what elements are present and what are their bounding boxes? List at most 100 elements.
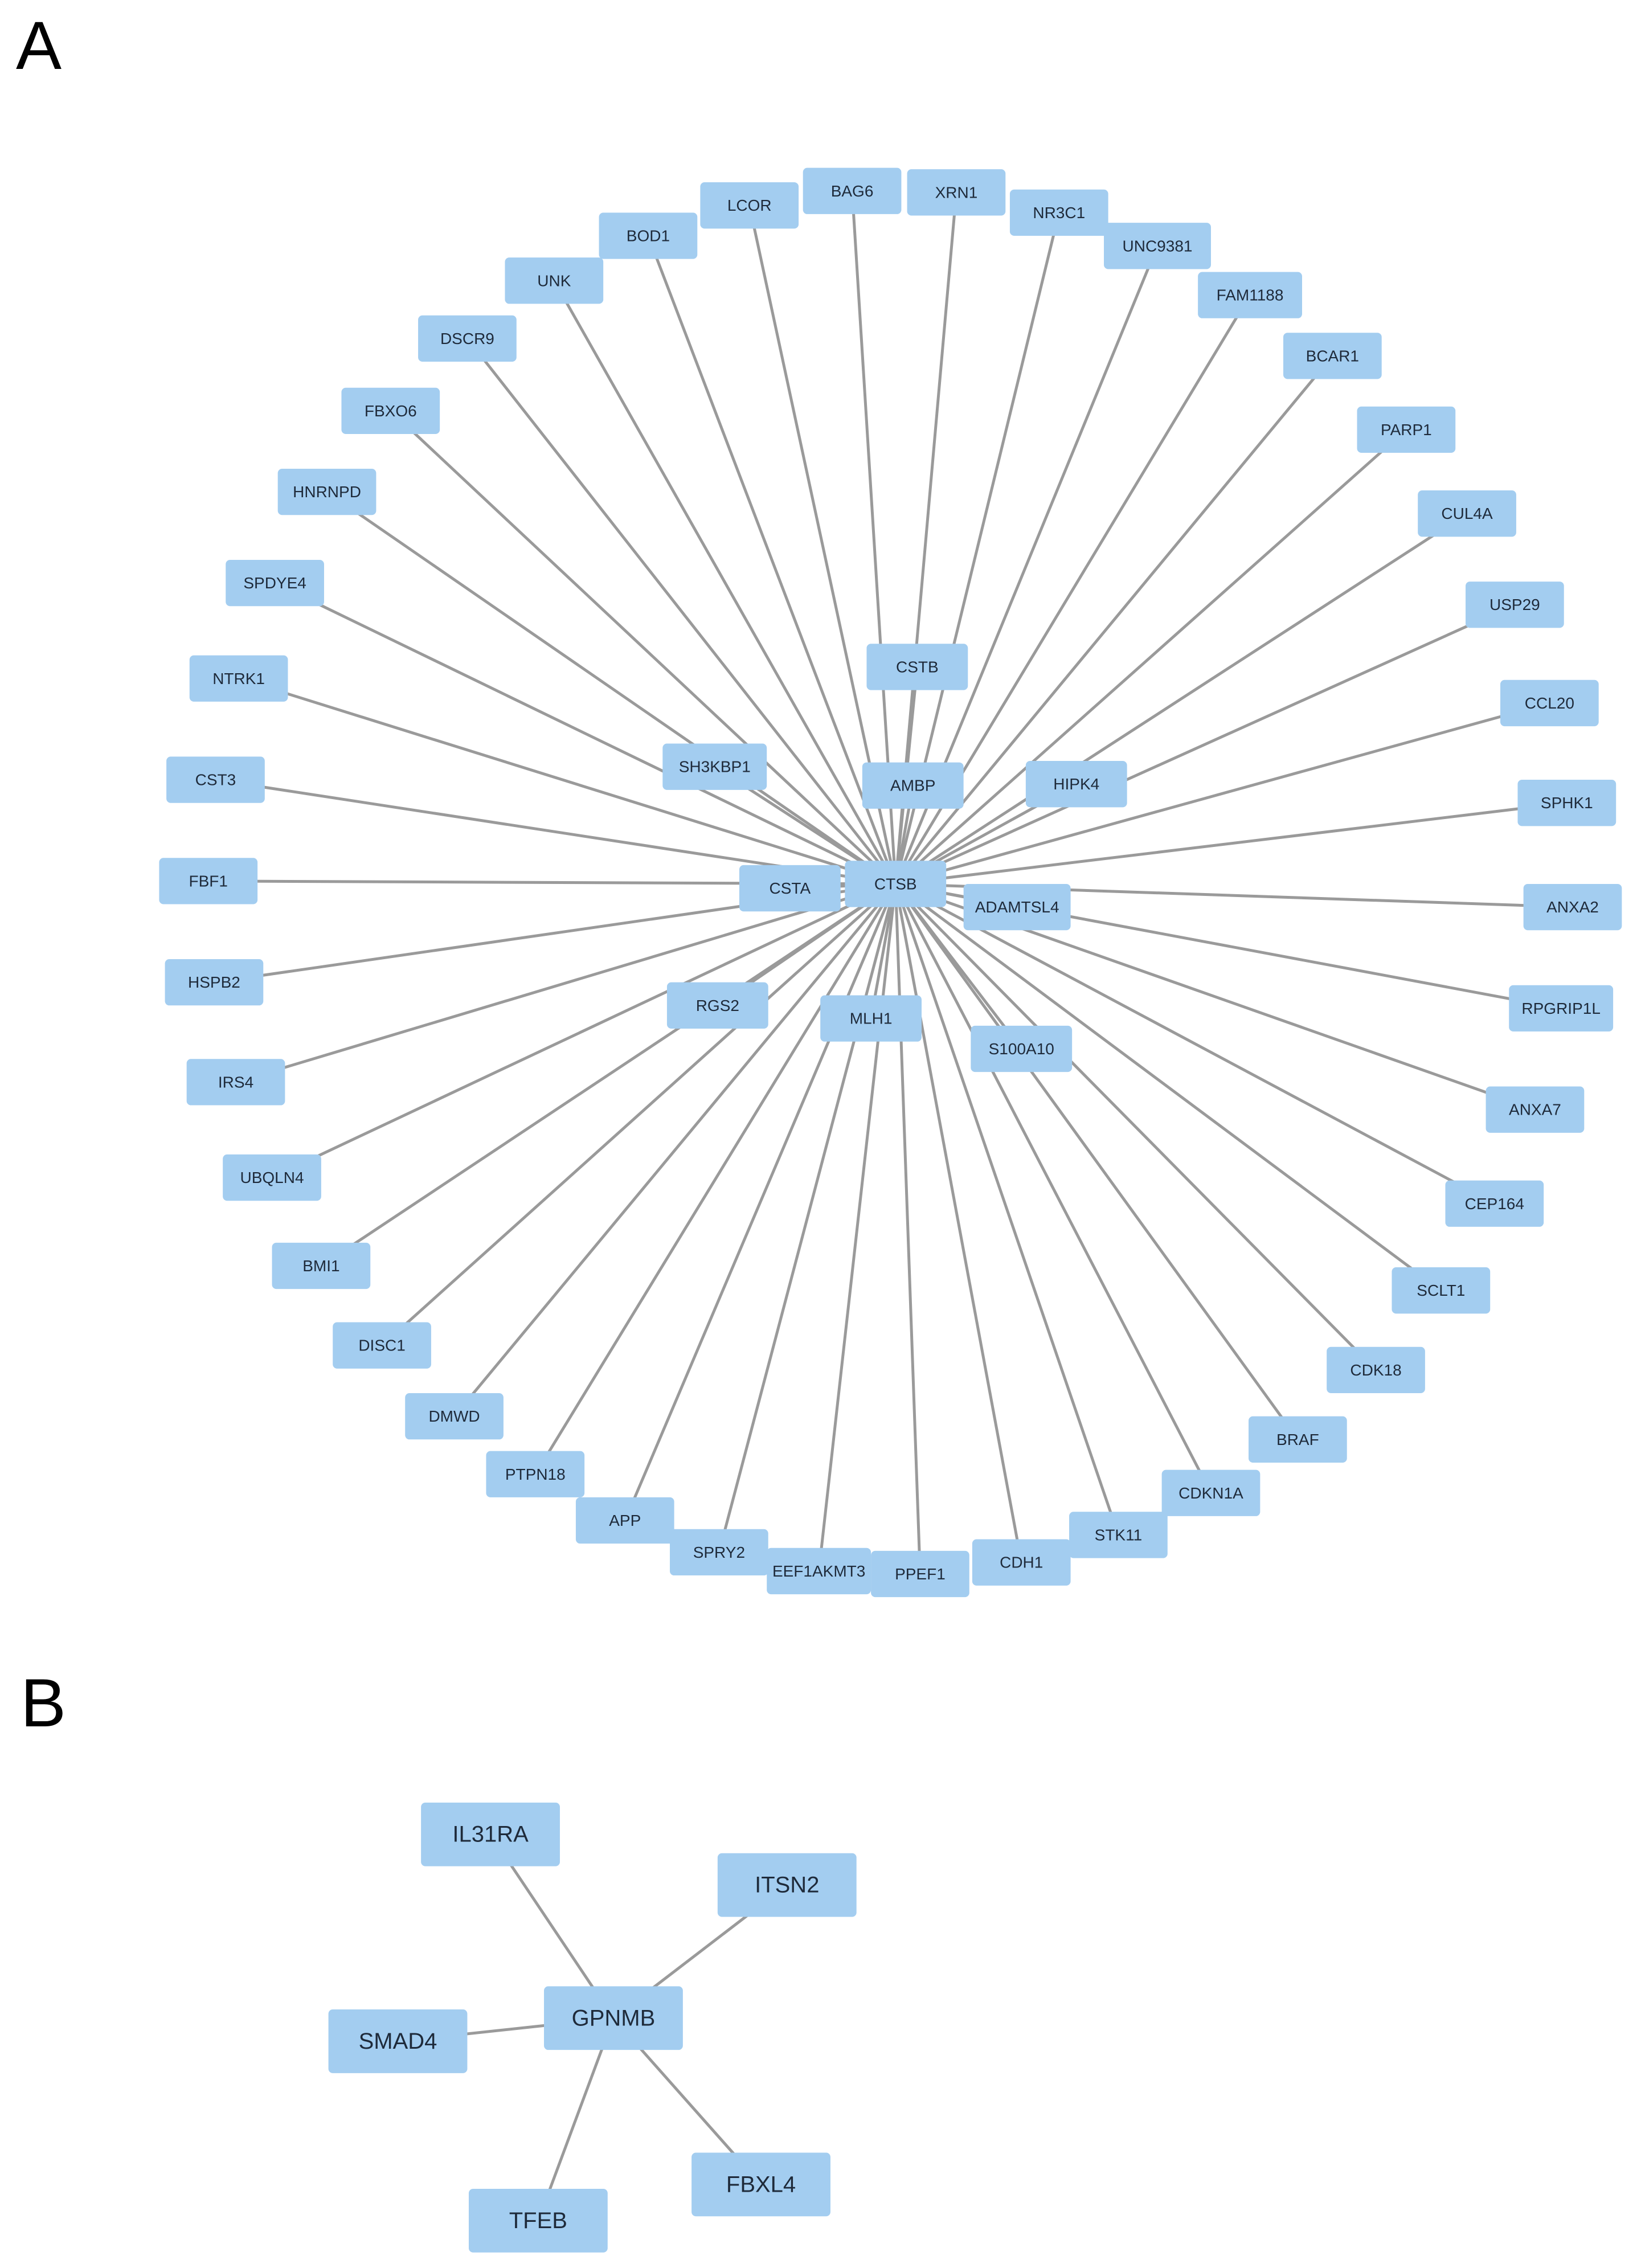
panel-a-edge-ctsb-eef1akmt3 — [817, 883, 897, 1571]
panel-a-node-cul4a[interactable]: CUL4A — [1418, 490, 1516, 537]
panel-a-node-ubqln4[interactable]: UBQLN4 — [223, 1154, 321, 1201]
panel-a-node-xrn1[interactable]: XRN1 — [907, 169, 1006, 216]
panel-a-node-bcar1[interactable]: BCAR1 — [1283, 333, 1382, 379]
panel-a-node-s100a10[interactable]: S100A10 — [971, 1025, 1073, 1072]
node-label: STK11 — [1095, 1526, 1143, 1544]
node-box — [223, 1154, 321, 1201]
panel-a-node-cdk18[interactable]: CDK18 — [1327, 1346, 1425, 1394]
panel-a-node-bmi1[interactable]: BMI1 — [272, 1242, 371, 1289]
panel-a-node-bag6[interactable]: BAG6 — [803, 167, 902, 214]
node-box — [820, 995, 922, 1042]
node-label: CUL4A — [1441, 505, 1493, 522]
panel-b-node-gpnmb[interactable]: GPNMB — [544, 1986, 683, 2050]
panel-a-node-csta[interactable]: CSTA — [739, 865, 841, 912]
panel-a-node-dmwd[interactable]: DMWD — [405, 1393, 504, 1440]
panel-a-node-unk[interactable]: UNK — [505, 257, 604, 304]
panel-a-node-nr3c1[interactable]: NR3C1 — [1009, 189, 1108, 236]
panel-a-node-hnrnpd[interactable]: HNRNPD — [277, 468, 377, 515]
node-box — [691, 2152, 830, 2217]
node-box — [189, 655, 288, 702]
panel-a-node-braf[interactable]: BRAF — [1249, 1416, 1347, 1463]
panel-a-node-hspb2[interactable]: HSPB2 — [165, 959, 264, 1006]
panel-a-node-fam1188[interactable]: FAM1188 — [1198, 272, 1302, 318]
panel-a-edge-ctsb-ppef1 — [894, 883, 922, 1574]
panel-a-node-ambp[interactable]: AMBP — [862, 762, 964, 809]
panel-b-node-smad4[interactable]: SMAD4 — [328, 2009, 468, 2073]
node-label: EEF1AKMT3 — [772, 1562, 865, 1580]
panel-a-node-ccl20[interactable]: CCL20 — [1500, 679, 1599, 727]
panel-b-node-fbxl4[interactable]: FBXL4 — [691, 2152, 830, 2217]
panel-a-node-unc9381[interactable]: UNC9381 — [1104, 223, 1211, 269]
node-label: PPEF1 — [895, 1565, 946, 1583]
panel-a-edge-ctsb-cep164 — [895, 882, 1495, 1205]
panel-a-node-app[interactable]: APP — [575, 1497, 674, 1544]
node-box — [166, 756, 265, 803]
node-box — [803, 167, 902, 214]
node-label: BCAR1 — [1306, 347, 1359, 365]
panel-a-node-sh3kbp1[interactable]: SH3KBP1 — [662, 743, 767, 790]
node-label: HIPK4 — [1053, 775, 1099, 793]
node-label: ADAMTSL4 — [975, 898, 1059, 916]
panel-a-node-fbxo6[interactable]: FBXO6 — [341, 387, 440, 434]
panel-a-node-spry2[interactable]: SPRY2 — [670, 1529, 768, 1576]
panel-a-edge-ctsb-dscr9 — [466, 337, 897, 885]
panel-a-node-cep164[interactable]: CEP164 — [1445, 1180, 1544, 1227]
panel-a-node-fbf1[interactable]: FBF1 — [159, 858, 258, 904]
node-box — [226, 559, 324, 607]
panel-a-node-usp29[interactable]: USP29 — [1466, 582, 1564, 628]
node-label: FAM1188 — [1217, 286, 1284, 304]
panel-a-node-cdh1[interactable]: CDH1 — [972, 1539, 1071, 1586]
panel-a-node-disc1[interactable]: DISC1 — [333, 1322, 431, 1369]
panel-a-node-sclt1[interactable]: SCLT1 — [1392, 1267, 1491, 1314]
panel-a-node-rpgrip1l[interactable]: RPGRIP1L — [1509, 985, 1614, 1032]
panel-a-node-irs4[interactable]: IRS4 — [186, 1059, 285, 1106]
panel-a-node-anxa2[interactable]: ANXA2 — [1523, 883, 1622, 931]
panel-a-node-spdye4[interactable]: SPDYE4 — [226, 559, 324, 607]
panel-a-node-adamtsl4[interactable]: ADAMTSL4 — [963, 883, 1071, 931]
panel-a-edge-ctsb-app — [623, 883, 897, 1521]
node-label: RPGRIP1L — [1521, 1000, 1601, 1017]
node-label: BMI1 — [302, 1257, 339, 1275]
panel-a-node-lcor[interactable]: LCOR — [700, 182, 799, 229]
panel-a-node-hipk4[interactable]: HIPK4 — [1025, 761, 1127, 808]
panel-a-node-rgs2[interactable]: RGS2 — [666, 982, 768, 1029]
node-label: CSTA — [770, 879, 811, 897]
panel-a-node-mlh1[interactable]: MLH1 — [820, 995, 922, 1042]
node-label: TFEB — [509, 2208, 567, 2233]
node-box — [1069, 1512, 1168, 1558]
panel-a-node-ppef1[interactable]: PPEF1 — [871, 1550, 969, 1598]
panel-a-node-cdkn1a[interactable]: CDKN1A — [1161, 1469, 1261, 1516]
panel-a-edge-ctsb-hnrnpd — [326, 490, 897, 885]
node-label: USP29 — [1489, 596, 1540, 613]
node-box — [907, 169, 1006, 216]
panel-a-node-eef1akmt3[interactable]: EEF1AKMT3 — [767, 1548, 871, 1595]
node-label: UBQLN4 — [240, 1169, 304, 1186]
node-label: SCLT1 — [1417, 1282, 1465, 1299]
panel-a-node-cst3[interactable]: CST3 — [166, 756, 265, 803]
node-label: DSCR9 — [440, 330, 494, 347]
panel-a-edge-ctsb-fbxo6 — [390, 410, 897, 885]
panel-a-edge-ctsb-parp1 — [894, 428, 1407, 885]
node-label: AMBP — [890, 777, 935, 795]
panel-a-node-dscr9[interactable]: DSCR9 — [418, 315, 517, 362]
node-label: FBF1 — [189, 872, 228, 890]
panel-b-node-tfeb[interactable]: TFEB — [468, 2189, 608, 2253]
panel-a-edge-ctsb-bcar1 — [894, 355, 1334, 885]
panel-b-node-il31ra[interactable]: IL31RA — [421, 1802, 560, 1866]
panel-a-node-anxa7[interactable]: ANXA7 — [1486, 1086, 1585, 1133]
panel-a-node-ntrk1[interactable]: NTRK1 — [189, 655, 288, 702]
panel-a-node-cstb[interactable]: CSTB — [866, 644, 968, 690]
panel-a-node-ptpn18[interactable]: PTPN18 — [486, 1451, 585, 1497]
panel-a-node-sphk1[interactable]: SPHK1 — [1517, 780, 1617, 826]
panel-a-edge-ctsb-s100a10 — [894, 883, 1023, 1050]
panel-a-node-ctsb[interactable]: CTSB — [845, 861, 947, 907]
node-box — [333, 1322, 431, 1369]
panel-a-node-parp1[interactable]: PARP1 — [1357, 406, 1456, 453]
panel-a-node-stk11[interactable]: STK11 — [1069, 1512, 1168, 1558]
node-label: SPDYE4 — [243, 574, 306, 592]
panel-a-node-bod1[interactable]: BOD1 — [599, 212, 698, 259]
panel-b-node-itsn2[interactable]: ITSN2 — [717, 1853, 857, 1917]
node-label: ITSN2 — [755, 1873, 819, 1898]
